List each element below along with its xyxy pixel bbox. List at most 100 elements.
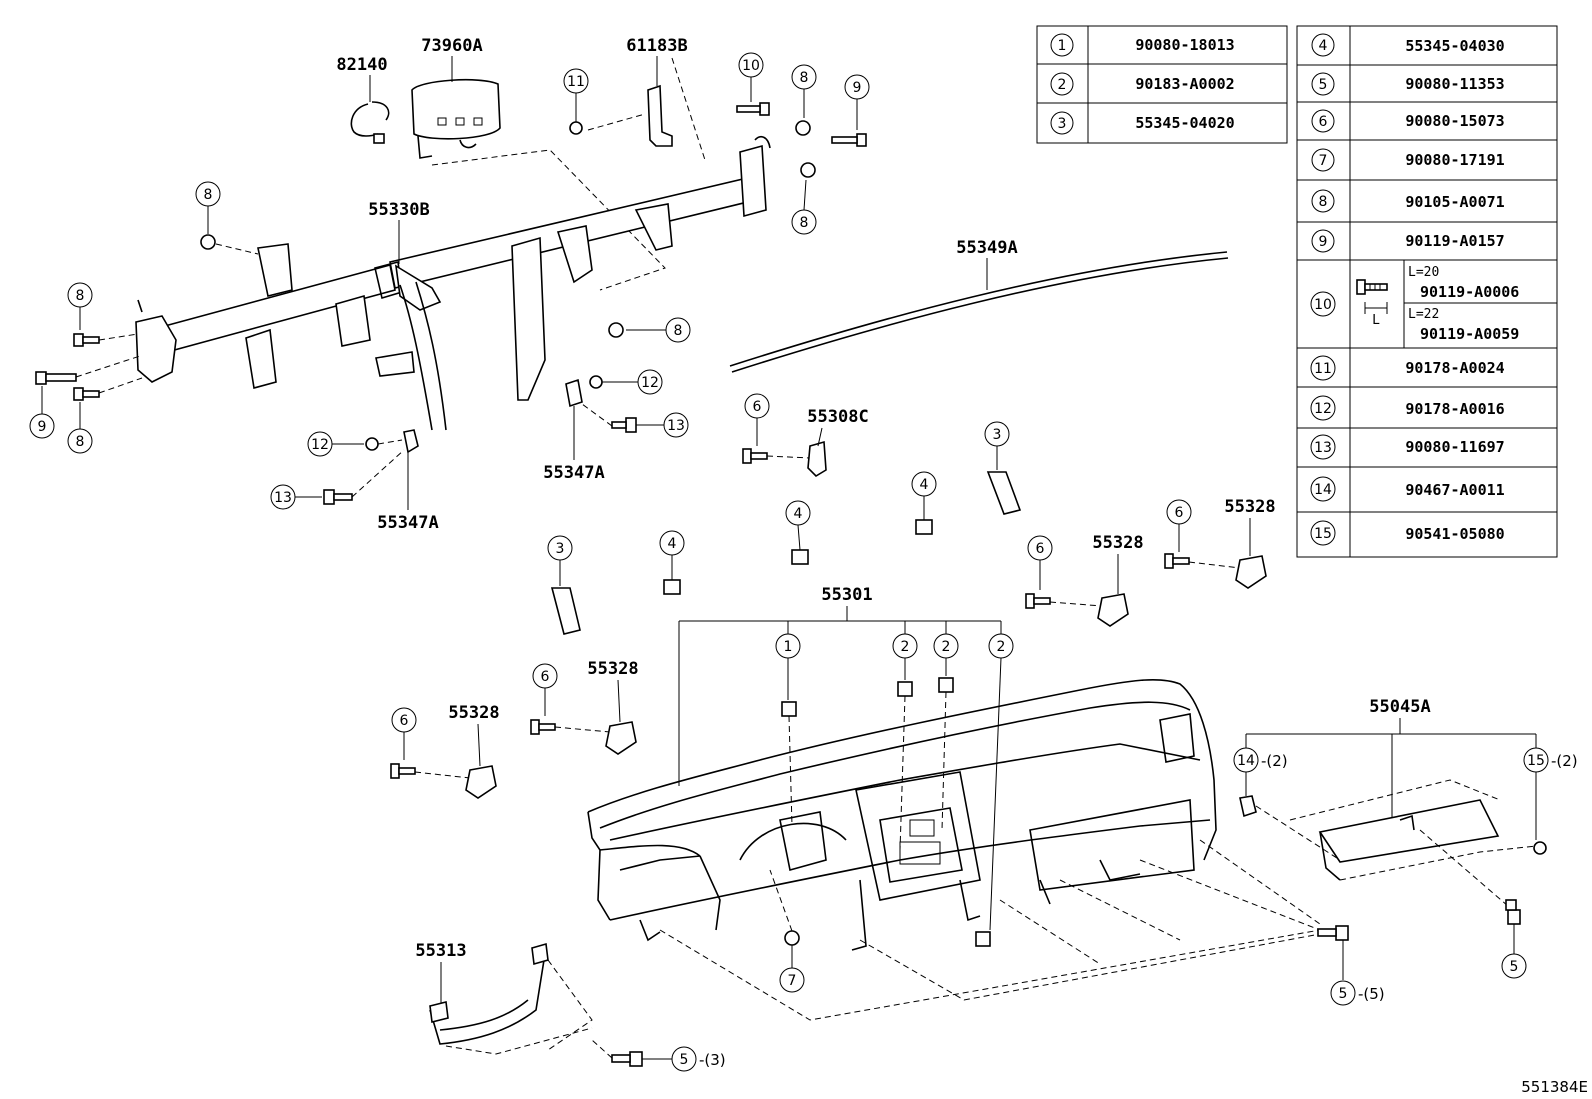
- screw-icon: [1025, 593, 1051, 609]
- table-row-part-number: 90080-17191: [1405, 151, 1504, 169]
- label-82140: 82140: [336, 55, 387, 75]
- callout-circle: [1311, 229, 1335, 253]
- label-55347A: 55347A: [543, 463, 604, 483]
- callout-12: 12: [641, 375, 659, 391]
- table-row-number: 7: [1319, 153, 1328, 169]
- callout-circle: [1050, 33, 1074, 57]
- table-row: 13 90080-11697: [1310, 434, 1505, 460]
- table-row-part-number: 90183-A0002: [1135, 75, 1234, 93]
- bolt-icon: [323, 489, 353, 505]
- bolt-icon: [795, 120, 811, 136]
- part-55045A-cover: [1318, 799, 1500, 881]
- clip-icon: [791, 549, 809, 565]
- table-row: 8 90105-A0071: [1311, 189, 1505, 213]
- label-55045A: 55045A: [1369, 697, 1430, 717]
- callout-14: 14: [1237, 753, 1255, 769]
- bolt-icon: [611, 417, 637, 433]
- part-55347A-left: [403, 429, 419, 454]
- nut-icon: [784, 930, 800, 946]
- screw-icon: [1164, 553, 1190, 569]
- callout-2: 2: [942, 639, 951, 655]
- table-row-part-number: 90178-A0024: [1405, 359, 1504, 377]
- quantity-label: -(5): [1358, 985, 1385, 1003]
- callout-4: 4: [920, 477, 929, 493]
- callout-8: 8: [800, 70, 809, 86]
- table-row-number: 6: [1319, 114, 1328, 130]
- part-55328-bracket: [1235, 555, 1267, 589]
- callout-3: 3: [556, 541, 565, 557]
- label-55328: 55328: [1224, 497, 1275, 517]
- bolt-icon: [200, 234, 216, 250]
- part-55328-bracket: [605, 721, 637, 755]
- bolt-icon: [1317, 925, 1349, 941]
- part-55328-bracket: [1097, 593, 1129, 627]
- table-row: 2 90183-A0002: [1050, 72, 1235, 96]
- callout-circle: [1311, 33, 1335, 57]
- length-label: L=22: [1408, 307, 1439, 322]
- callout-4: 4: [668, 536, 677, 552]
- nut-icon: [569, 121, 583, 135]
- table-row-part-number: 90119-A0059: [1420, 325, 1519, 343]
- callout-circle: [1311, 189, 1335, 213]
- length-label: L=20: [1408, 265, 1439, 280]
- callout-5: 5: [1510, 959, 1519, 975]
- table-row-part-number: 90080-11697: [1405, 438, 1504, 456]
- part-55301-instrument-panel: [587, 678, 1217, 951]
- table-row: 6 90080-15073: [1311, 109, 1505, 133]
- callout-7: 7: [788, 973, 797, 989]
- label-55328: 55328: [1092, 533, 1143, 553]
- callout-5: 5: [680, 1052, 689, 1068]
- callout-6: 6: [541, 669, 550, 685]
- label-55313: 55313: [415, 941, 466, 961]
- part-55313-bracket: [429, 942, 549, 1045]
- nut-icon: [938, 677, 954, 693]
- bolt-icon: [736, 102, 770, 116]
- label-55328: 55328: [587, 659, 638, 679]
- table-row: 7 90080-17191: [1311, 148, 1505, 172]
- quantity-label: -(2): [1261, 752, 1288, 770]
- callout-1: 1: [784, 639, 793, 655]
- callout-circle: [1050, 72, 1074, 96]
- bolt-icon: [73, 333, 100, 347]
- clip-icon: [1239, 795, 1257, 818]
- table-row-part-number: 90541-05080: [1405, 525, 1504, 543]
- label-55308C: 55308C: [807, 407, 868, 427]
- callout-circle: [1310, 395, 1336, 421]
- table-row-number: 4: [1319, 38, 1328, 54]
- label-61183B: 61183B: [626, 36, 687, 56]
- callout-9: 9: [853, 80, 862, 96]
- callout-12: 12: [311, 437, 329, 453]
- table-row-number: 14: [1314, 482, 1332, 498]
- callout-circle: [1050, 111, 1074, 135]
- table-row-number: 3: [1058, 116, 1067, 132]
- screw-icon: [390, 763, 416, 779]
- callout-6: 6: [400, 713, 409, 729]
- table-row-part-number: 90178-A0016: [1405, 400, 1504, 418]
- screw-icon: [742, 448, 768, 464]
- callout-13: 13: [667, 418, 685, 434]
- nut-icon: [781, 701, 797, 717]
- table-row-number: 2: [1058, 77, 1067, 93]
- bolt-icon: [1505, 899, 1521, 925]
- callout-8: 8: [800, 215, 809, 231]
- callout-6: 6: [753, 399, 762, 415]
- nut-icon: [365, 437, 379, 451]
- callout-11: 11: [567, 74, 585, 90]
- table-row-number: 12: [1314, 401, 1332, 417]
- part-55328-bracket: [465, 765, 497, 799]
- callout-8: 8: [76, 434, 85, 450]
- callout-9: 9: [38, 419, 47, 435]
- nut-icon: [897, 681, 913, 697]
- table-row-part-number: 90119-A0006: [1420, 283, 1519, 301]
- table-row-number: 5: [1319, 77, 1328, 93]
- bolt-icon: [831, 133, 867, 147]
- screw-icon: [1533, 841, 1547, 855]
- bolt-icon: [35, 371, 77, 385]
- callout-2: 2: [997, 639, 1006, 655]
- table-row-number: 8: [1319, 194, 1328, 210]
- bolt-icon: [800, 162, 816, 178]
- part-82140-wire-harness: [350, 101, 390, 144]
- label-55347A: 55347A: [377, 513, 438, 533]
- bolt-icon: [73, 387, 100, 401]
